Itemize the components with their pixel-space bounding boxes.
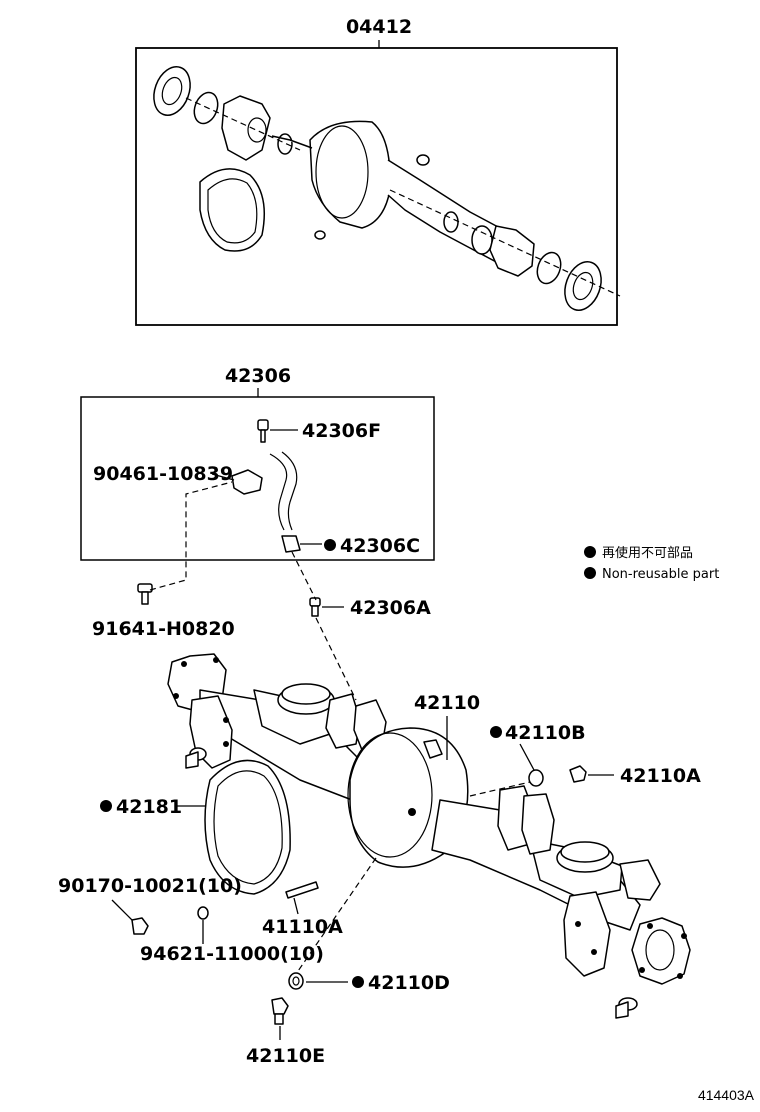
plug-42110A-icon — [569, 765, 587, 783]
plug-right-icon — [416, 154, 430, 166]
breather-hose-icon — [269, 451, 298, 531]
group-label-04412: 04412 — [346, 16, 412, 38]
plug-center-icon — [314, 230, 326, 240]
group-04412: 04412 — [135, 16, 621, 326]
callout-91641-H0820: 91641-H0820 — [92, 618, 235, 640]
non-reusable-mark — [490, 726, 502, 738]
callout-42181: 42181 — [116, 796, 182, 818]
callout-42306A: 42306A — [350, 597, 431, 619]
hose-joint-icon — [231, 469, 263, 495]
union-42306A-icon — [309, 597, 321, 617]
stud-41110A-icon — [285, 881, 319, 899]
group-box-04412 — [135, 47, 618, 326]
callout-41110A: 41110A — [262, 916, 343, 938]
oil-seal-left-icon — [277, 133, 293, 155]
callout-94621-11000: 94621-11000(10) — [140, 943, 324, 965]
callout-42110D: 42110D — [368, 972, 450, 994]
group-42306: 42306 42306F 90461-10839 42306C — [80, 365, 435, 561]
figure-id: 414403A — [698, 1087, 755, 1103]
breather-plug-icon — [257, 419, 269, 443]
legend-dot-icon — [584, 546, 596, 558]
callout-42110: 42110 — [414, 692, 480, 714]
non-reusable-mark — [324, 539, 336, 551]
callout-42110B: 42110B — [505, 722, 586, 744]
oil-seal-right-icon — [443, 211, 459, 233]
callout-90170-10021: 90170-10021(10) — [58, 875, 242, 897]
drain-plug-42110E-icon — [271, 997, 289, 1025]
gasket-42110D-icon — [288, 972, 304, 990]
carrier-gasket-42181-icon — [204, 759, 291, 895]
hose-clip-icon — [281, 535, 301, 553]
legend: 再使用不可部品 Non-reusable part — [584, 545, 719, 582]
nut-90170-icon — [131, 917, 149, 935]
callout-42110A: 42110A — [620, 765, 701, 787]
carrier-gasket-icon — [199, 168, 265, 252]
group-label-42306: 42306 — [225, 365, 291, 387]
flange-plate-right-icon — [489, 225, 535, 277]
legend-dot-icon — [584, 567, 596, 579]
legend-jp: 再使用不可部品 — [602, 545, 693, 561]
flange-plate-left-icon — [221, 95, 271, 161]
callout-42110E: 42110E — [246, 1045, 325, 1067]
non-reusable-mark — [100, 800, 112, 812]
callout-90461-10839: 90461-10839 — [93, 463, 233, 485]
legend-en: Non-reusable part — [602, 567, 719, 582]
flange-gasket-right-icon — [564, 261, 602, 311]
washer-94621-icon — [197, 906, 209, 920]
non-reusable-mark — [352, 976, 364, 988]
o-ring-left-icon — [193, 91, 219, 125]
o-ring-right-icon — [536, 251, 562, 285]
bolt-91641-icon — [137, 583, 153, 605]
callout-42306F: 42306F — [302, 420, 381, 442]
axle-housing-assembly-icon — [167, 653, 691, 1019]
callout-42306C: 42306C — [340, 535, 420, 557]
flange-gasket-left-icon — [153, 66, 191, 116]
group-box-42306 — [80, 396, 435, 561]
gasket-42110B-icon — [528, 769, 544, 787]
